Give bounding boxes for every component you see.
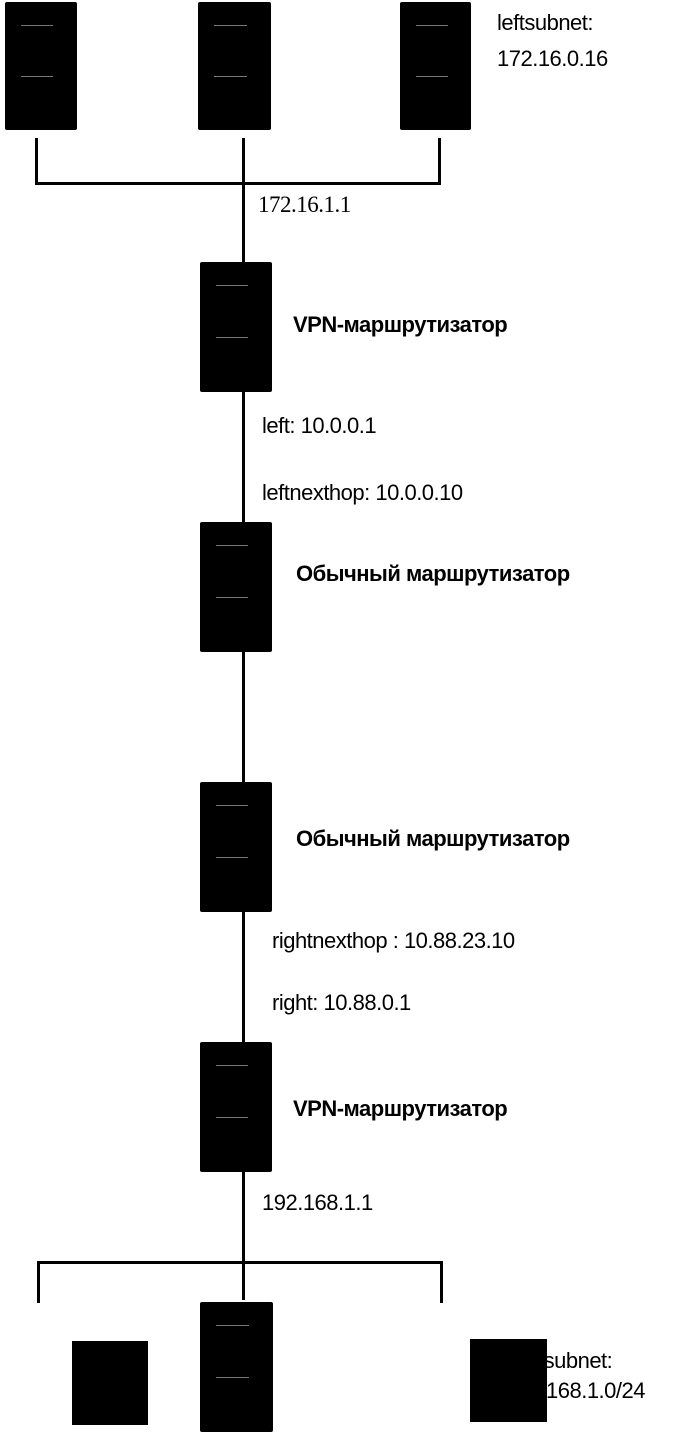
bottom-host-1 (72, 1341, 148, 1425)
rightnexthop-line: rightnexthop : 10.88.23.10 (272, 928, 515, 954)
top-drop-1 (35, 138, 38, 184)
left-value: 10.0.0.1 (300, 413, 377, 438)
leftsubnet-label: leftsubnet: (497, 10, 594, 35)
top-gateway-ip: 172.16.1.1 (258, 192, 351, 217)
left-vpn-router (200, 262, 272, 392)
bottom-bus-line (37, 1261, 443, 1264)
top-bus-line (35, 182, 441, 185)
top-host-2 (198, 2, 271, 130)
router-1 (200, 522, 272, 652)
leftnexthop-value: 10.0.0.10 (375, 480, 463, 505)
bottom-drop-1 (37, 1261, 40, 1303)
router-2 (200, 782, 272, 912)
bottom-host-3 (470, 1339, 547, 1422)
leftnexthop-label: leftnexthop: (262, 480, 370, 505)
right-value: 10.88.0.1 (323, 990, 412, 1015)
left-vpn-router-label: VPN-маршрутизатор (293, 312, 508, 337)
router-2-label: Обычный маршрутизатор (296, 826, 570, 851)
right-label: right: (272, 990, 318, 1015)
top-host-1 (5, 2, 77, 130)
main-trunk-line (242, 138, 245, 1300)
leftnexthop-line: leftnexthop: 10.0.0.10 (262, 480, 463, 506)
rightnexthop-value: 10.88.23.10 (403, 928, 515, 953)
left-ip-line: left: 10.0.0.1 (262, 413, 377, 439)
router-1-label: Обычный маршрутизатор (296, 561, 570, 586)
rightnexthop-label: rightnexthop : (272, 928, 399, 953)
rightsubnet-value: 168.1.0/24 (546, 1378, 645, 1403)
right-vpn-router-label: VPN-маршрутизатор (293, 1096, 508, 1121)
left-label: left: (262, 413, 295, 438)
leftsubnet-value: 172.16.0.16 (497, 46, 608, 71)
bottom-host-2 (200, 1302, 273, 1432)
rightsubnet-label: tsubnet: (538, 1348, 613, 1373)
right-vpn-router (200, 1042, 272, 1172)
bottom-gateway-ip: 192.168.1.1 (262, 1190, 373, 1215)
top-drop-3 (438, 138, 441, 184)
right-ip-line: right: 10.88.0.1 (272, 990, 411, 1016)
top-host-3 (400, 2, 471, 130)
bottom-drop-3 (440, 1261, 443, 1303)
